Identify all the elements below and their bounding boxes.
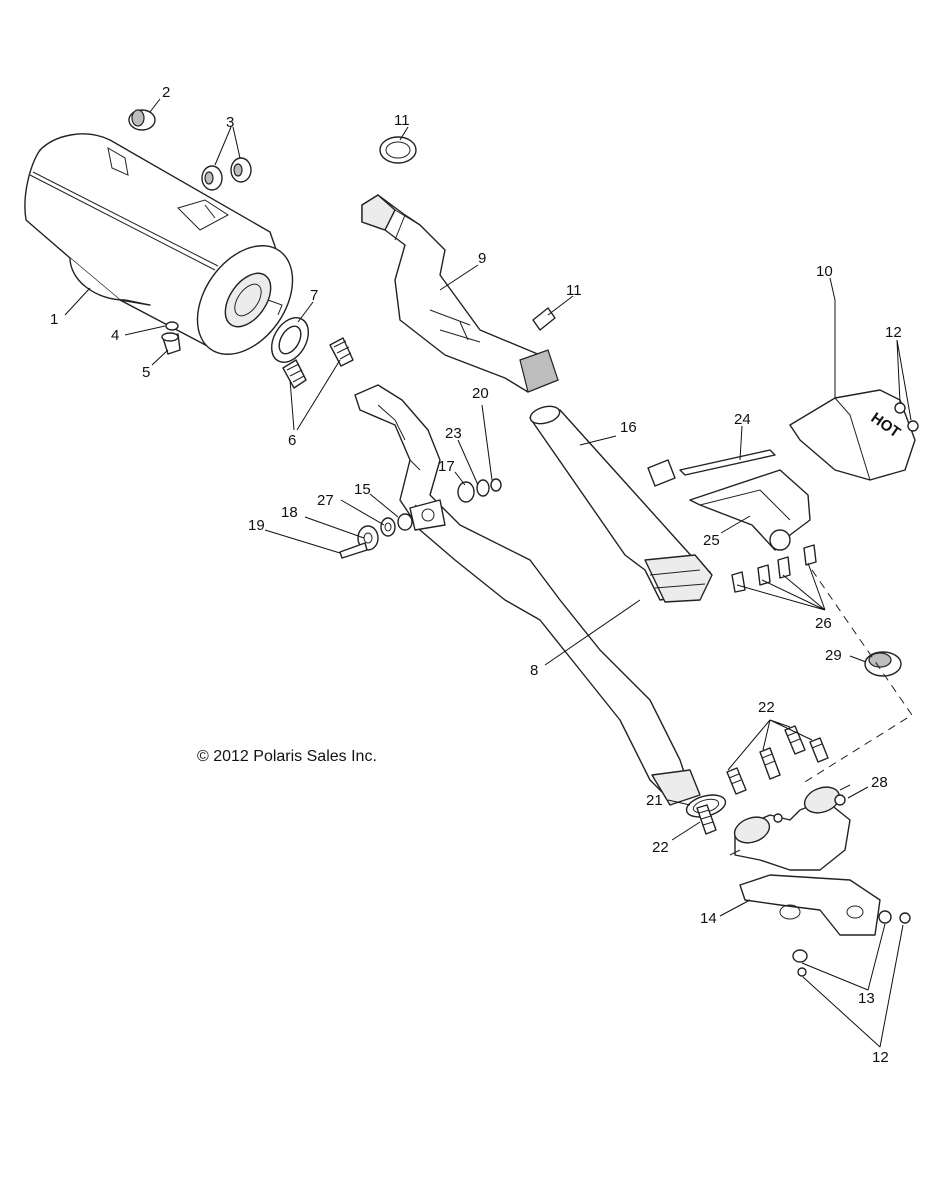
nuts-washers-12-13-lower [792,910,911,977]
callout-22-left: 22 [652,839,669,856]
copyright-notice: © 2012 Polaris Sales Inc. [197,748,377,765]
callout-12-bottom: 12 [872,1049,889,1066]
manifold-25 [689,469,811,551]
heat-shield-14 [739,874,881,936]
callout-25: 25 [703,532,720,549]
callout-26: 26 [815,615,832,632]
spring-22-left [696,804,717,835]
clamp-small [647,459,676,487]
callout-5: 5 [142,364,150,381]
callout-9: 9 [478,250,486,267]
callout-17: 17 [438,458,455,475]
head-pipe-8 [354,384,701,806]
callout-16: 16 [620,419,637,436]
callout-28: 28 [871,774,888,791]
callout-7: 7 [310,287,318,304]
callout-18: 18 [281,504,298,521]
callout-29: 29 [825,647,842,664]
nut-4 [165,321,179,331]
callout-1: 1 [50,311,58,328]
gasket-24 [679,449,776,476]
washers-17-20-23 [457,478,502,503]
y-pipe-28 [729,784,851,871]
callout-14: 14 [700,910,717,927]
cap-29 [864,651,902,677]
callout-15: 15 [354,481,371,498]
heat-shield-10: HOT [789,389,916,481]
callout-11-mid: 11 [566,282,582,299]
fasteners-15-18-19-27 [339,513,413,559]
callout-21: 21 [646,792,663,809]
callout-8: 8 [530,662,538,679]
callout-12-top: 12 [885,324,902,341]
leader-lines [64,98,912,1048]
alignment-dashed-line [799,569,913,786]
grommets-3 [201,157,252,191]
callout-24: 24 [734,411,751,428]
grommet-2 [128,109,156,131]
callout-6: 6 [288,432,296,449]
callout-20: 20 [472,385,489,402]
callout-2: 2 [162,84,170,101]
callout-27: 27 [317,492,334,509]
springs-22-cluster [726,725,829,795]
callout-labels: 1 2 3 4 5 6 7 8 9 10 11 11 12 12 13 14 1… [50,84,902,1066]
pipe-16 [529,405,713,603]
callout-3: 3 [226,114,234,131]
springs-6 [282,337,354,389]
callout-19: 19 [248,517,265,534]
muffler [24,133,294,355]
pipe-9 [361,194,559,393]
bolts-26 [731,544,817,593]
callout-22-cluster: 22 [758,699,775,716]
clamp-11-top [379,136,417,164]
callout-23: 23 [445,425,462,442]
bolt-5 [161,332,181,355]
gasket-7 [270,317,310,363]
callout-11-top: 11 [394,112,410,129]
callout-13: 13 [858,990,875,1007]
callout-10: 10 [816,263,833,280]
callout-4: 4 [111,327,119,344]
clamp-11-mid [532,307,556,331]
